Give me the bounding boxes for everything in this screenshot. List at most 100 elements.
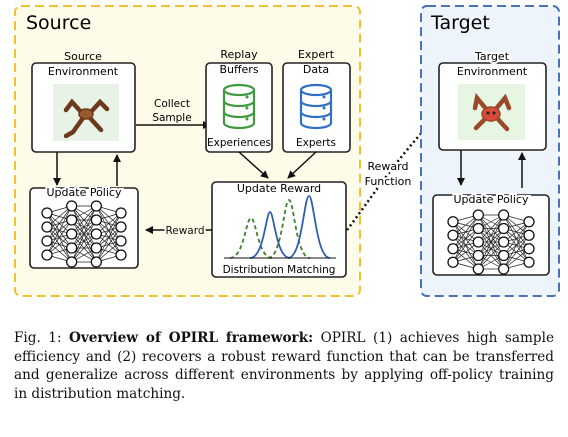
expert-data-box: Expert Data Experts [282,48,351,153]
database-icon [299,83,333,130]
network-node [472,222,484,235]
network-edge [71,205,97,263]
network-edge [478,214,504,270]
source-update-policy-box: Update Policy [29,184,139,269]
collect-label-2: Sample [152,112,191,124]
network-node [523,256,535,268]
network-node [90,256,102,268]
source-title: Source [26,12,91,34]
network-node [66,214,78,226]
expert-footer: Experts [296,137,336,149]
network-node [115,207,127,219]
network-edge [452,214,479,263]
network-node [472,236,484,248]
replay-footer: Experiences [207,137,271,149]
replay-buffers-box: Replay Buffers Experiences [205,48,273,153]
network-node [115,235,127,247]
network-node [498,263,510,275]
network-node [41,221,53,233]
network-edge [478,214,504,256]
source-update-policy-label: Update Policy [47,186,122,199]
network-edge [478,228,504,270]
reward-arrow-label: Reward [165,225,204,237]
expert-to-reward-arrow [287,151,317,179]
network-edge [71,205,97,249]
expert-label-1: Expert [298,48,335,61]
network-node [66,242,78,254]
network-node [41,235,53,247]
caption-prefix: Fig. 1: [14,330,70,346]
target-environment-label-2: Environment [457,65,528,78]
replay-to-reward-arrow [238,151,269,179]
update-reward-label: Update Reward [237,182,321,195]
network-edge [71,233,97,263]
network-node [90,242,102,254]
network-edge [503,221,530,270]
network-edge [452,214,479,249]
network-node [498,209,510,221]
network-node [523,243,535,255]
network-node [472,209,484,221]
network-edge [503,221,530,256]
expert-label-2: Data [303,63,329,76]
target-update-policy-label: Update Policy [454,193,529,206]
target-title: Target [430,12,490,34]
figure-caption: Fig. 1: Overview of OPIRL framework: OPI… [14,329,554,403]
network-node [115,221,127,233]
network-node [90,200,102,212]
target-update-policy-box: Update Policy [432,191,550,276]
distribution-matching-label: Distribution Matching [223,264,336,276]
network-node [66,200,78,212]
source-environment-box: Source Environment [31,50,136,153]
network-node [447,256,459,268]
caption-text: OPIRL (1) achieves high sample efficienc… [14,330,554,402]
network-edge [96,212,122,249]
collect-label-1: Collect [154,98,190,110]
network-edge [71,205,97,235]
network-node [41,207,53,219]
ant-robot-icon [472,92,512,132]
database-icon [222,83,256,130]
replay-label-2: Buffers [219,63,258,76]
network-node [90,214,102,226]
opirl-diagram: Source Source Environment Collect Sample… [14,5,560,297]
network-edge [46,205,72,256]
neural-network-icon [447,209,535,275]
network-node [523,229,535,241]
network-node [447,229,459,241]
network-edge [96,212,122,263]
neural-network-icon [41,200,127,268]
caption-bold: Overview of OPIRL framework: [69,330,314,346]
ant-robot-icon [63,98,110,139]
target-environment-label-1: Target [474,50,510,63]
network-edge [46,219,72,256]
source-environment-label-1: Source [64,50,102,63]
network-edge [503,235,530,270]
source-environment-label-2: Environment [48,65,119,78]
network-edge [478,241,504,270]
network-node [447,216,459,228]
distribution-curves [224,195,336,259]
network-node [472,249,484,262]
update-reward-box: Update Reward Distribution Matching [211,181,347,278]
network-edge [71,219,97,263]
network-edge [478,214,504,243]
network-node [523,216,535,228]
network-node [41,249,53,261]
network-node [66,256,78,268]
network-node [90,228,102,240]
reward-function-label-1: Reward [368,160,409,173]
network-node [498,249,510,262]
target-environment-box: Target Environment [438,48,547,151]
network-edge [96,226,122,263]
network-edge [46,205,72,242]
network-node [115,249,127,261]
network-node [447,243,459,255]
network-node [472,263,484,275]
reward-function-label-2: Function [365,175,412,188]
network-node [498,222,510,235]
network-node [498,236,510,248]
network-node [66,228,78,240]
replay-label-1: Replay [220,48,258,61]
network-edge [452,228,479,263]
